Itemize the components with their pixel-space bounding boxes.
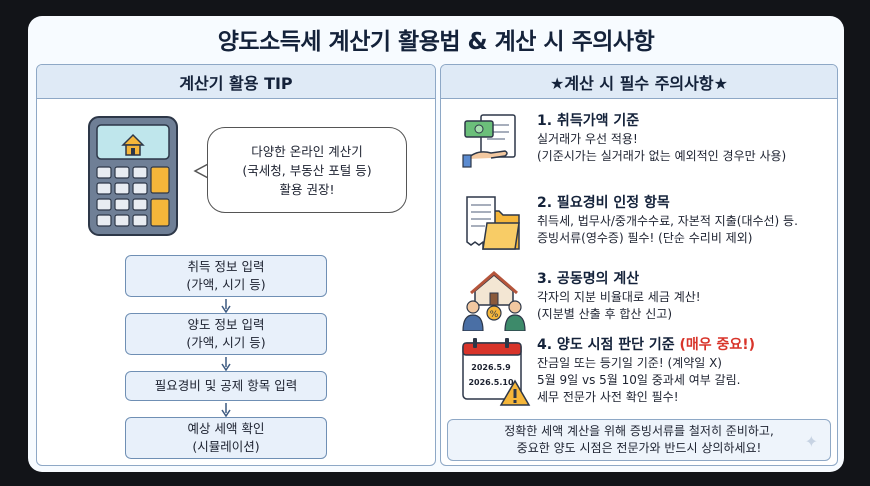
precaution-line: 취득세, 법무사/중개수수료, 자본적 지출(대수선) 등. bbox=[537, 214, 798, 228]
speech-bubble-tail bbox=[193, 162, 211, 180]
flow-step-detail: (시뮬레이션) bbox=[192, 439, 260, 454]
svg-text:%: % bbox=[490, 310, 499, 320]
precaution-item-joint-ownership: % 3. 공동명의 계산 각자의 지분 비율대로 세금 계산! (지분별 산출 … bbox=[441, 269, 837, 333]
flow-step-label: 예상 세액 확인 bbox=[187, 421, 265, 436]
receipt-folder-icon bbox=[466, 196, 520, 250]
precaution-item-transfer-date: 2026.5.9 2026.5.10 4. 양도 시점 판단 기준 (매우 중요… bbox=[441, 335, 837, 411]
flow-step-expenses: 필요경비 및 공제 항목 입력 bbox=[125, 371, 327, 401]
precaution-item-necessary-expenses: 2. 필요경비 인정 항목 취득세, 법무사/중개수수료, 자본적 지출(대수선… bbox=[441, 193, 837, 257]
page-title: 양도소득세 계산기 활용법 & 계산 시 주의사항 bbox=[217, 29, 655, 55]
flow-arrow-icon bbox=[221, 299, 231, 313]
precaution-line: (기준시가는 실거래가 없는 예외적인 경우만 사용) bbox=[537, 149, 787, 163]
infographic-card: 양도소득세 계산기 활용법 & 계산 시 주의사항 계산기 활용 TIP 다양한… bbox=[28, 16, 844, 472]
flow-step-detail: (가액, 시기 등) bbox=[186, 277, 266, 292]
precaution-line: 각자의 지분 비율대로 세금 계산! bbox=[537, 290, 701, 304]
bubble-line: 다양한 온라인 계산기 bbox=[251, 143, 363, 159]
precaution-title: 3. 공동명의 계산 bbox=[537, 271, 640, 287]
calculator-tip-panel: 계산기 활용 TIP 다양한 온라인 계산기 (국세청, 부동산 포털 등) 활… bbox=[36, 64, 436, 466]
precaution-text: 2. 필요경비 인정 항목 취득세, 법무사/중개수수료, 자본적 지출(대수선… bbox=[537, 193, 798, 247]
precaution-title-text: 4. 양도 시점 판단 기준 bbox=[537, 337, 675, 353]
precaution-line: 잔금일 또는 등기일 기준! (계약일 X) bbox=[537, 356, 722, 370]
precaution-title: 1. 취득가액 기준 bbox=[537, 113, 640, 129]
bubble-line: 활용 권장! bbox=[279, 181, 335, 197]
summary-note: 정확한 세액 계산을 위해 증빙서류를 철저히 준비하고, 중요한 양도 시점은… bbox=[447, 419, 831, 461]
flow-step-label: 양도 정보 입력 bbox=[187, 317, 265, 332]
co-owners-house-icon: % bbox=[462, 271, 526, 331]
calculator-icon bbox=[88, 116, 178, 236]
precaution-item-acquisition-price: 1. 취득가액 기준 실거래가 우선 적용! (기준시가는 실거래가 없는 예외… bbox=[441, 111, 837, 175]
flow-arrow-icon bbox=[221, 403, 231, 417]
flow-step-acquisition: 취득 정보 입력 (가액, 시기 등) bbox=[125, 255, 327, 297]
calculator-recommendation-bubble: 다양한 온라인 계산기 (국세청, 부동산 포털 등) 활용 권장! bbox=[207, 127, 407, 213]
money-document-icon bbox=[462, 114, 516, 168]
precaution-line: 5월 9일 vs 5월 10일 중과세 여부 갈림. bbox=[537, 373, 741, 387]
summary-note-line: 중요한 양도 시점은 전문가와 반드시 상의하세요! bbox=[516, 441, 762, 455]
sparkle-icon: ✦ bbox=[804, 432, 818, 451]
precaution-line: 실거래가 우선 적용! bbox=[537, 132, 638, 146]
precaution-text: 4. 양도 시점 판단 기준 (매우 중요!) 잔금일 또는 등기일 기준! (… bbox=[537, 335, 755, 406]
flow-step-detail: (가액, 시기 등) bbox=[186, 335, 266, 350]
precaution-line: (지분별 산출 후 합산 신고) bbox=[537, 307, 673, 321]
precaution-title: 4. 양도 시점 판단 기준 (매우 중요!) bbox=[537, 335, 755, 355]
flow-arrow-icon bbox=[221, 357, 231, 371]
calendar-date-first: 2026.5.9 bbox=[471, 363, 511, 372]
urgent-badge: (매우 중요!) bbox=[679, 337, 756, 353]
flow-step-label: 필요경비 및 공제 항목 입력 bbox=[154, 378, 298, 393]
flow-step-transfer: 양도 정보 입력 (가액, 시기 등) bbox=[125, 313, 327, 355]
precaution-text: 1. 취득가액 기준 실거래가 우선 적용! (기준시가는 실거래가 없는 예외… bbox=[537, 111, 786, 165]
precaution-title: 2. 필요경비 인정 항목 bbox=[537, 195, 670, 211]
precaution-text: 3. 공동명의 계산 각자의 지분 비율대로 세금 계산! (지분별 산출 후 … bbox=[537, 269, 701, 323]
precaution-line: 세무 전문가 사전 확인 필수! bbox=[537, 390, 679, 404]
calendar-warning-icon: 2026.5.9 2026.5.10 bbox=[462, 338, 531, 406]
flow-step-label: 취득 정보 입력 bbox=[187, 259, 265, 274]
precaution-line: 증빙서류(영수증) 필수! (단순 수리비 제외) bbox=[537, 231, 753, 245]
bubble-line: (국세청, 부동산 포털 등) bbox=[242, 162, 372, 178]
precautions-heading: ★계산 시 필수 주의사항★ bbox=[441, 65, 837, 99]
summary-note-line: 정확한 세액 계산을 위해 증빙서류를 철저히 준비하고, bbox=[504, 424, 774, 438]
calendar-date-second: 2026.5.10 bbox=[468, 378, 513, 387]
calculator-tip-heading: 계산기 활용 TIP bbox=[37, 65, 435, 99]
flow-step-estimate: 예상 세액 확인 (시뮬레이션) bbox=[125, 417, 327, 459]
precautions-panel: ★계산 시 필수 주의사항★ 1. 취득가액 기준 실거래가 우선 적용! (기… bbox=[440, 64, 838, 466]
